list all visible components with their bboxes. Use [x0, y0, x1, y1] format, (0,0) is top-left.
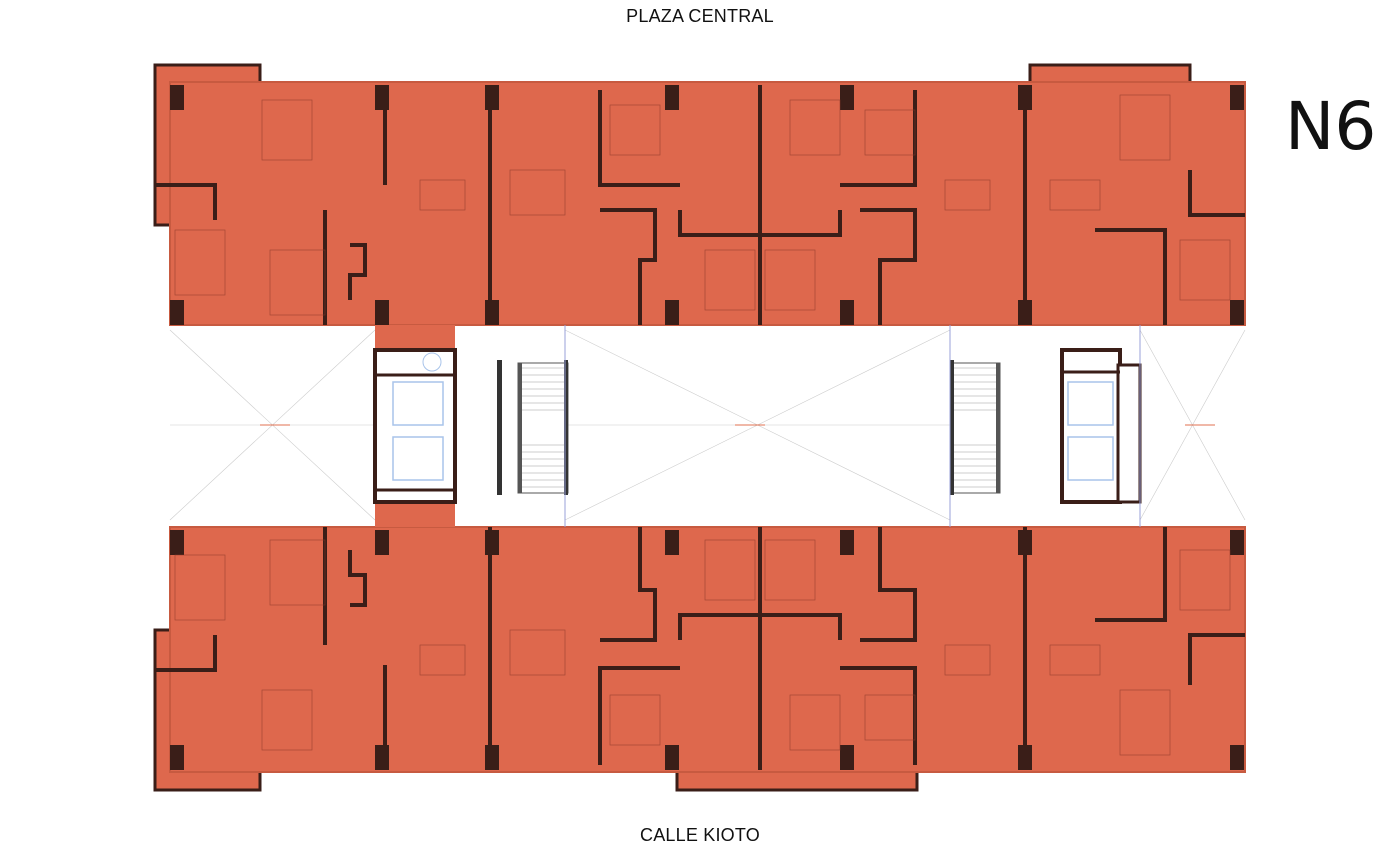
- left-stair: [497, 360, 569, 495]
- right-stair: [949, 360, 1001, 495]
- top-apartment-block: [153, 63, 1246, 350]
- bottom-apartment-block: [153, 502, 1246, 792]
- left-elevator-core: [373, 348, 457, 504]
- street-label-plaza-central: PLAZA CENTRAL: [626, 6, 774, 26]
- street-label-calle-kioto: CALLE KIOTO: [640, 825, 760, 845]
- level-label: N6: [1285, 88, 1377, 165]
- right-elevator-core: [1060, 348, 1142, 504]
